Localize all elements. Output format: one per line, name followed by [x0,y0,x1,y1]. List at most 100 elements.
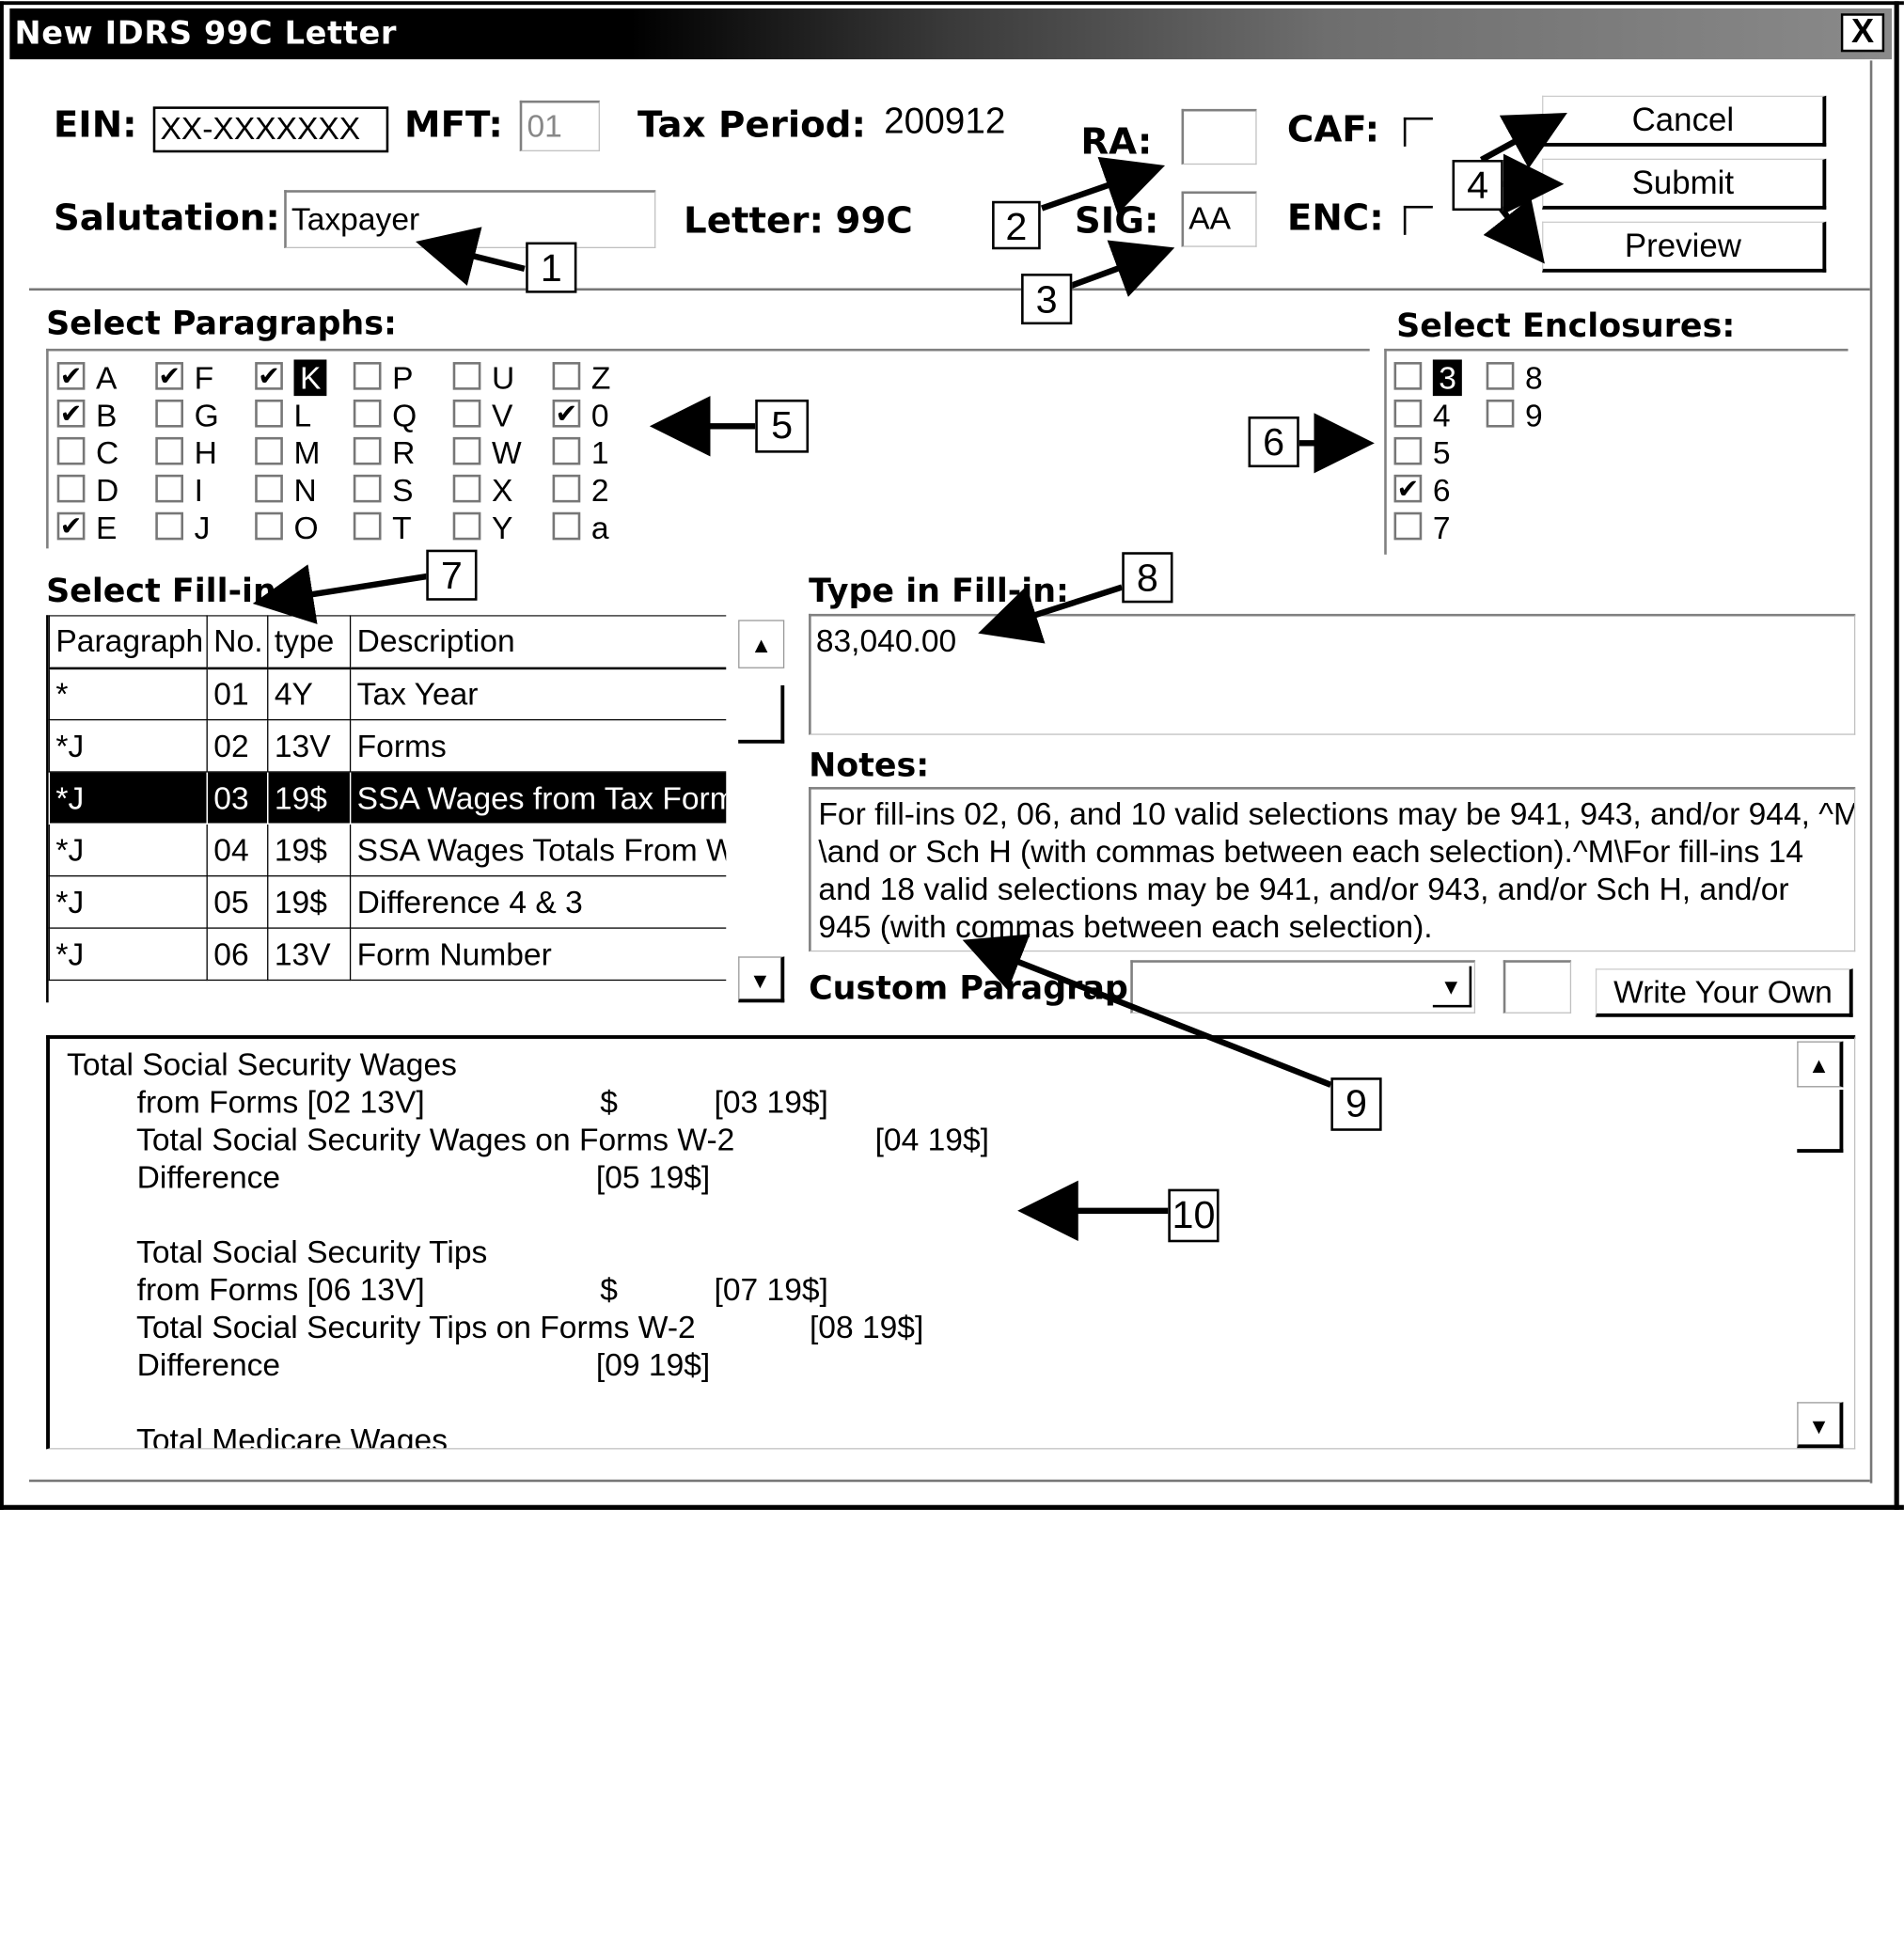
paragraph-checkbox-label: 1 [590,434,609,471]
enclosure-checkbox[interactable] [1393,399,1423,428]
sig-field[interactable]: AA [1181,191,1257,247]
mft-label: MFT: [404,103,503,147]
paragraph-checkbox[interactable] [353,474,382,503]
submit-button[interactable]: Submit [1542,158,1827,210]
fillin-scroll-down-icon[interactable]: ▼ [738,956,785,1003]
title-bar: New IDRS 99C Letter [9,8,1893,60]
paragraph-checkbox[interactable]: ✔ [56,399,86,428]
letter-scroll-thumb[interactable] [1797,1090,1844,1153]
paragraph-checkbox[interactable] [255,436,283,465]
fillin-column-header[interactable]: Description [349,615,727,669]
callout-8: 8 [1122,552,1173,604]
fillin-column-header[interactable]: Paragraph [48,615,208,669]
letter-scroll-up-icon[interactable]: ▲ [1797,1041,1844,1088]
paragraph-checkbox[interactable]: ✔ [255,362,283,390]
enclosure-checkbox[interactable] [1393,362,1423,390]
paragraph-checkbox-label: C [96,434,119,471]
paragraph-checkbox-label: E [96,510,118,546]
letter-value: 99C [835,199,913,243]
close-button[interactable]: X [1840,13,1885,53]
paragraph-checkbox[interactable] [255,511,283,541]
ein-field[interactable]: XX-XXXXXXX [152,106,389,153]
fillin-scroll-up-icon[interactable]: ▲ [738,620,785,668]
enclosure-checkbox[interactable] [1393,436,1423,465]
paragraph-checkbox[interactable] [552,362,581,390]
paragraph-checkbox[interactable] [452,511,481,541]
paragraph-checkbox[interactable] [552,474,581,503]
paragraph-checkbox[interactable] [255,474,283,503]
paragraph-checkbox[interactable] [452,362,481,390]
paragraph-checkbox[interactable]: ✔ [56,511,86,541]
paragraph-checkbox-label: Y [492,510,513,546]
table-cell: 01 [206,667,269,721]
paragraph-checkbox-label: J [194,510,211,546]
paragraph-checkbox[interactable] [353,362,382,390]
cancel-button[interactable]: Cancel [1542,95,1827,147]
salutation-label: Salutation: [53,196,280,240]
paragraph-checkbox[interactable] [452,474,481,503]
ra-field[interactable] [1181,108,1257,165]
paragraph-checkbox[interactable] [353,436,382,465]
tax-period-label: Tax Period: [637,103,866,147]
letter-text-area[interactable]: Total Social Security Wages from Forms [… [46,1035,1856,1450]
paragraph-checkbox[interactable] [56,436,86,465]
paragraph-checkbox-label: L [293,397,312,434]
select-paragraphs-label: Select Paragraphs: [46,305,397,343]
paragraph-checkbox[interactable] [452,399,481,428]
mft-field[interactable]: 01 [519,100,600,151]
enc-checkbox[interactable] [1403,205,1433,235]
select-enclosures-label: Select Enclosures: [1396,307,1736,346]
paragraph-checkbox-label: P [392,359,414,397]
paragraph-checkbox[interactable] [155,474,184,503]
letter-text-line: from Forms [06 13V] $ [07 19$] [67,1271,828,1308]
chevron-down-icon[interactable]: ▼ [1432,966,1472,1008]
enclosure-checkbox[interactable] [1393,511,1423,541]
paragraph-checkbox[interactable] [552,436,581,465]
notes-line-4: 945 (with commas between each selection)… [818,907,1433,945]
paragraph-checkbox[interactable] [255,399,283,428]
enclosure-checkbox[interactable] [1486,399,1515,428]
preview-button[interactable]: Preview [1542,221,1827,273]
paragraph-checkbox[interactable] [155,399,184,428]
paragraph-checkbox[interactable] [353,511,382,541]
paragraph-checkbox-label: a [590,510,609,546]
paragraph-checkbox[interactable]: ✔ [155,362,184,390]
table-cell: Difference 4 & 3 [349,875,727,929]
paragraph-checkbox[interactable] [155,511,184,541]
caf-checkbox[interactable] [1403,117,1433,147]
table-cell: 19$ [267,823,352,877]
letter-text-line: Total Medicare Wages [67,1421,448,1450]
callout-8-arrow [978,584,1124,644]
paragraph-checkbox[interactable] [56,474,86,503]
table-cell: *J [48,927,208,982]
paragraph-checkbox[interactable]: ✔ [56,362,86,390]
callout-4-preview-arrow [1483,197,1545,264]
notes-box[interactable]: For fill-ins 02, 06, and 10 valid select… [809,787,1856,952]
letter-text-line: Total Social Security Wages on Forms W-2… [67,1121,989,1158]
enclosure-checkbox[interactable]: ✔ [1393,474,1423,503]
fillin-column-header[interactable]: No. [206,615,269,669]
select-fillin-label: Select Fill-in: [46,573,290,611]
custom-paragraph-number-field[interactable] [1503,960,1572,1014]
paragraph-checkbox[interactable] [155,436,184,465]
custom-paragraph-select[interactable] [1130,960,1476,1014]
paragraph-checkbox-label: H [194,434,217,471]
paragraph-checkbox[interactable] [552,511,581,541]
write-your-own-button[interactable]: Write Your Own [1595,968,1853,1017]
enclosure-checkbox[interactable] [1486,362,1515,390]
letter-scroll-down-icon[interactable]: ▼ [1797,1402,1844,1449]
paragraph-checkbox[interactable] [452,436,481,465]
fillin-scroll-thumb[interactable] [738,684,785,744]
annotation-arrows [252,113,1567,1241]
enclosure-checkbox-label: 3 [1432,359,1463,397]
paragraph-checkbox[interactable] [353,399,382,428]
paragraph-checkbox[interactable]: ✔ [552,399,581,428]
callout-4-cancel-arrow [1479,113,1567,169]
